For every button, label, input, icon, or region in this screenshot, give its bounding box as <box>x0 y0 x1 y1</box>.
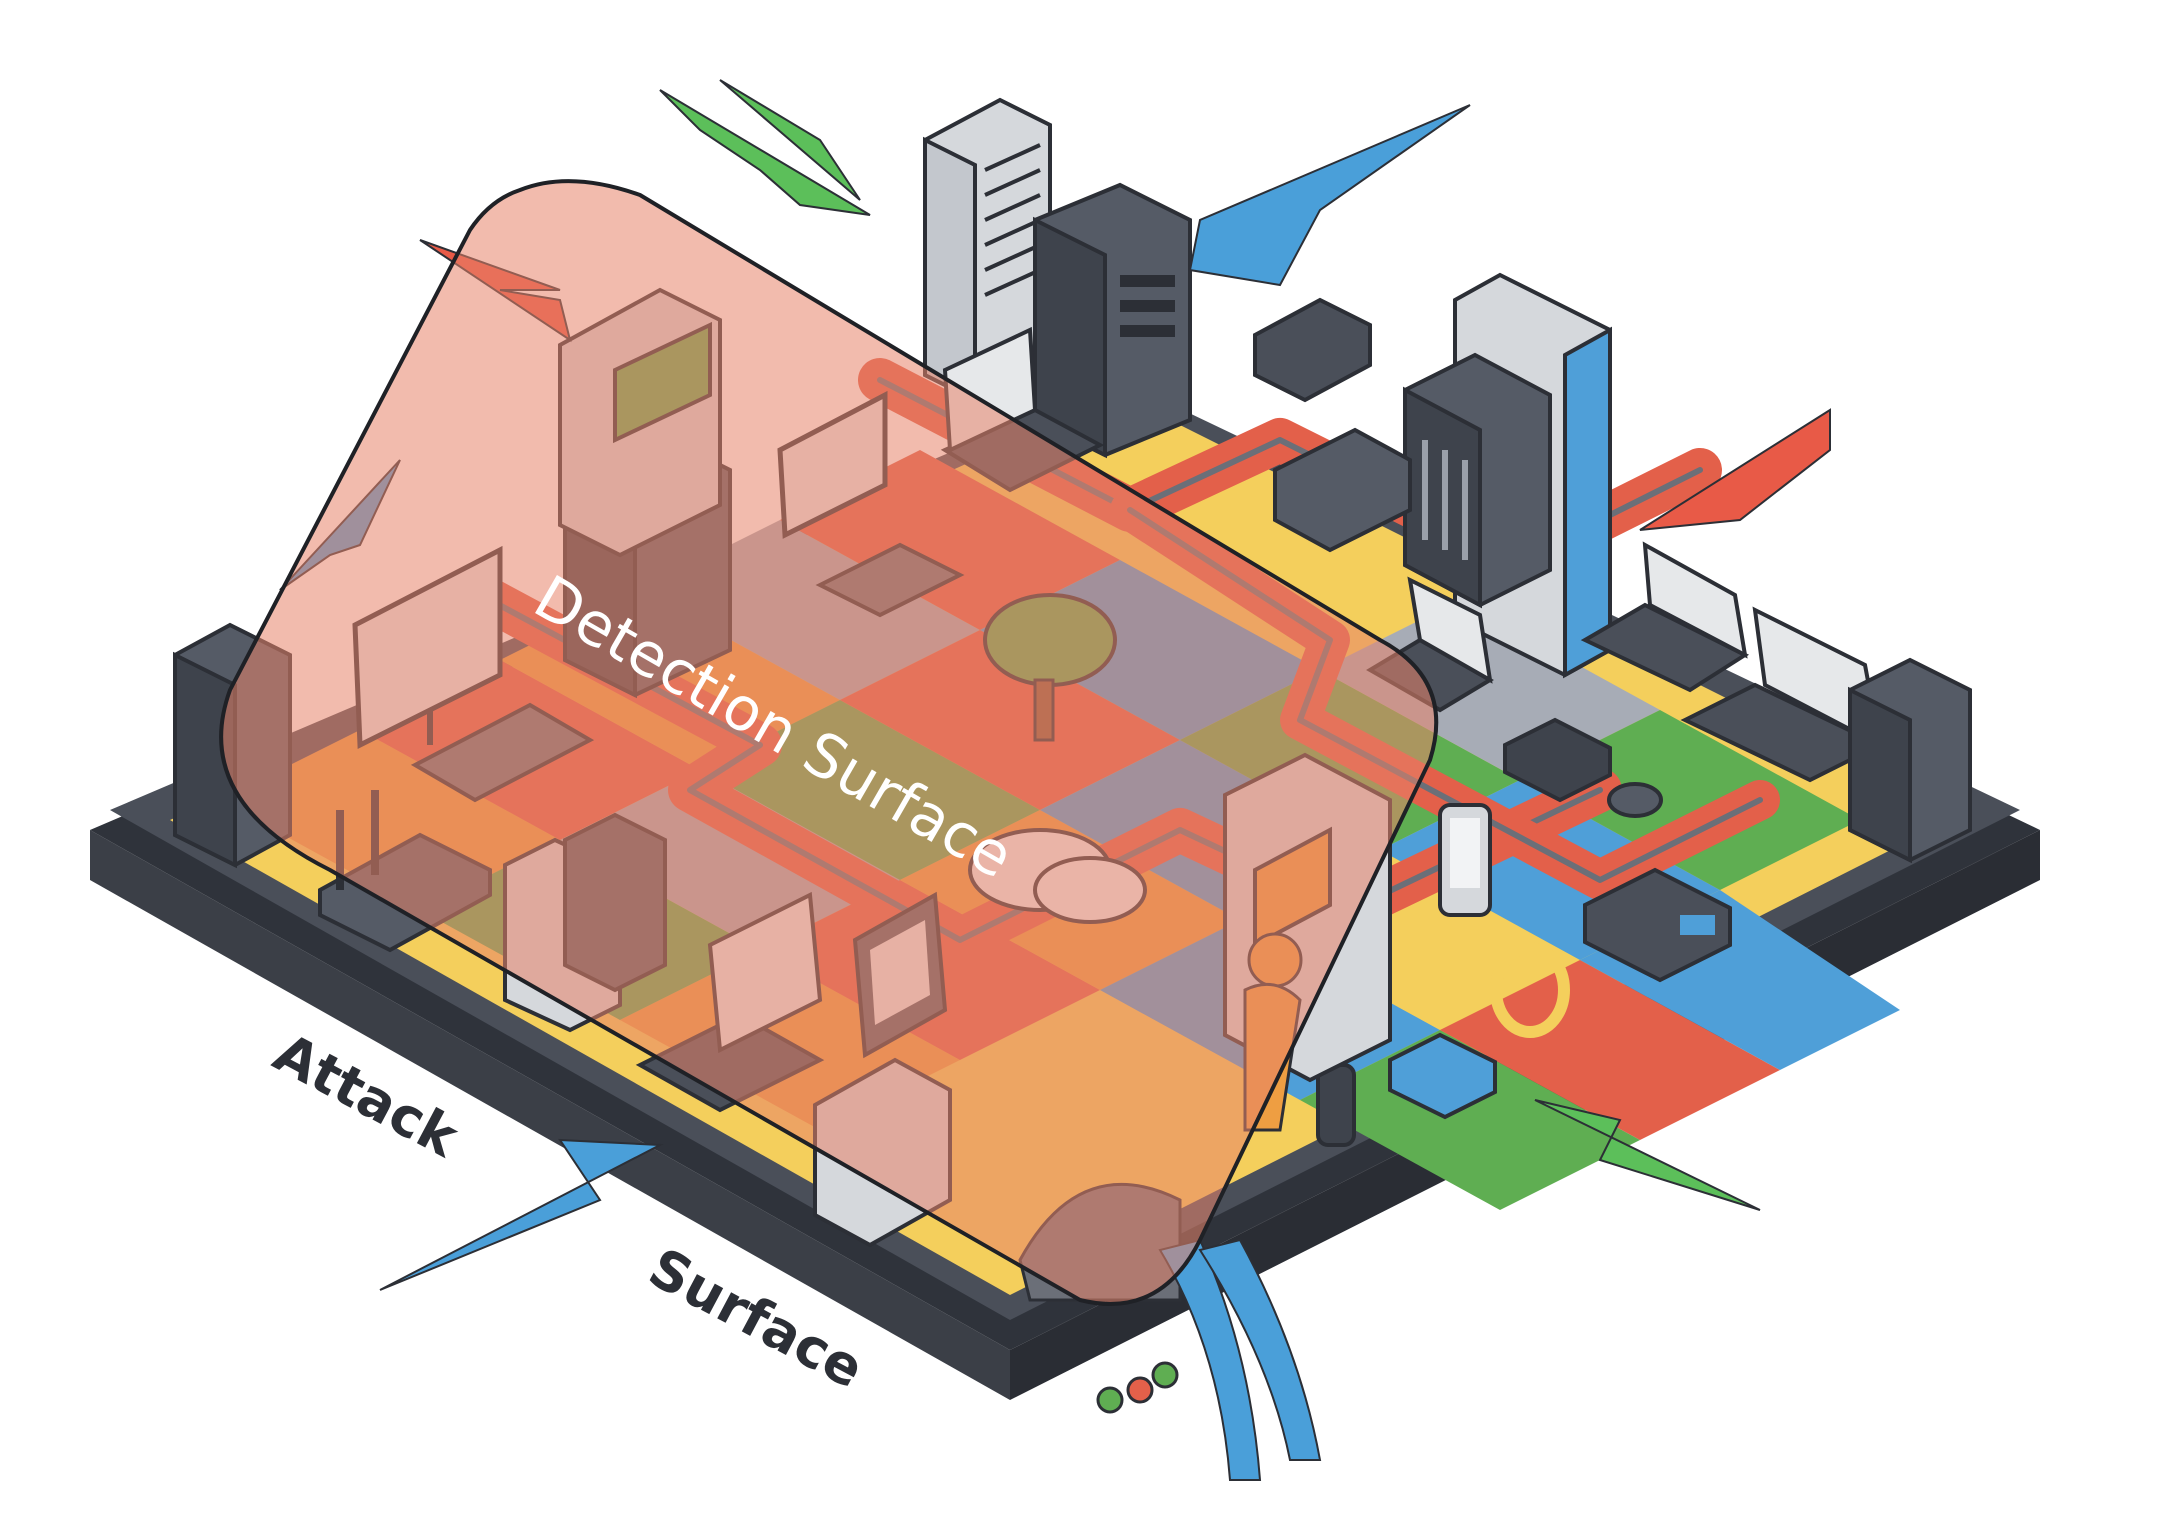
attack-arrow-red-right <box>1639 408 1831 531</box>
tower-pc-icon <box>1848 657 1972 864</box>
network-switch-icon <box>1583 867 1732 983</box>
attack-arrow-blue-bottom-left <box>379 1138 664 1291</box>
status-led-icon <box>1096 1361 1179 1414</box>
detection-surface-overlay <box>219 179 1439 1306</box>
attack-arrow-green-top <box>659 79 871 216</box>
mouse-icon <box>1607 782 1663 818</box>
router-icon <box>1388 1032 1497 1120</box>
tower-pc-icon <box>1403 352 1552 609</box>
attack-arrow-blue-bottom <box>1158 1238 1322 1481</box>
server-rack-icon <box>923 97 1052 404</box>
status-led-icon <box>1490 942 1570 1038</box>
attack-arrow-green-right <box>1534 1099 1761 1211</box>
laptop-icon <box>1580 541 1750 693</box>
network-switch-icon <box>1253 297 1412 553</box>
tower-pc-icon <box>1033 182 1192 459</box>
router-icon <box>1503 717 1612 803</box>
smartphone-icon <box>1438 803 1492 917</box>
attack-arrow-blue-top <box>1188 104 1471 287</box>
